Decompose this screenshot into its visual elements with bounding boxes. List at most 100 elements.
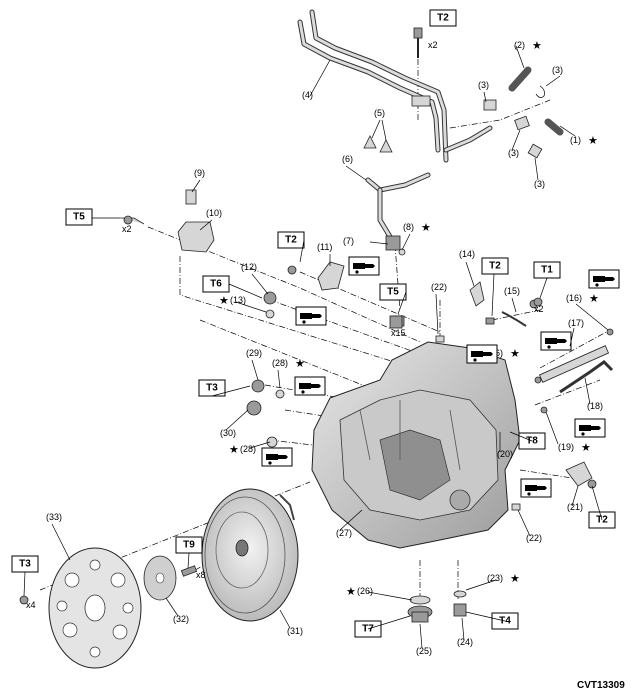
callout-c18: (18)	[587, 401, 603, 411]
torque-box-t5-left: T5	[65, 208, 93, 226]
quantity-label: x2	[428, 40, 438, 50]
torque-box-t3-left: T3	[11, 555, 39, 573]
fluid-icon-16mid	[540, 331, 572, 351]
star-icon: ★	[588, 134, 598, 147]
callout-c31: (31)	[287, 626, 303, 636]
torque-label: T2	[489, 261, 501, 272]
callout-c32: (32)	[173, 614, 189, 624]
leader-line	[345, 165, 367, 181]
callout-c24: (24)	[457, 637, 473, 647]
leader-line	[511, 129, 521, 151]
leader-line	[465, 261, 475, 287]
callout-c19: (19)	[558, 442, 574, 452]
plug-12	[263, 291, 277, 319]
torque-label: T6	[210, 279, 222, 290]
leader-line	[199, 219, 213, 231]
leader-line	[369, 241, 389, 245]
leader-line	[435, 293, 439, 335]
leader-line	[367, 615, 411, 630]
callout-c4: (4)	[302, 90, 313, 100]
callout-c23: (23)	[487, 573, 503, 583]
leader-line	[569, 327, 575, 347]
leader-line	[509, 431, 533, 442]
leader-line	[575, 303, 609, 331]
leader-line	[515, 45, 525, 69]
callout-c22b: (22)	[526, 533, 542, 543]
leader-line	[559, 125, 576, 137]
leader-line	[367, 591, 413, 601]
oil-pipe-6	[363, 135, 431, 256]
callout-c25: (25)	[416, 646, 432, 656]
leader-line	[517, 509, 531, 537]
transaxle-case-27	[311, 341, 521, 549]
callout-c20: (20)	[497, 449, 513, 459]
callout-c6: (6)	[342, 154, 353, 164]
star-icon: ★	[589, 292, 599, 305]
star-icon: ★	[421, 221, 431, 234]
callout-c14: (14)	[459, 249, 475, 259]
quantity-label: x2	[122, 224, 132, 234]
right-side-parts	[391, 281, 614, 511]
leader-line	[187, 552, 190, 569]
callout-c3a: (3)	[552, 65, 563, 75]
leader-line	[249, 441, 271, 449]
leader-line	[465, 579, 497, 591]
torque-label: T2	[437, 13, 449, 24]
torque-box-t3-mid: T3	[198, 379, 226, 397]
leader-line	[419, 623, 423, 649]
callout-c27: (27)	[336, 528, 352, 538]
leader-line	[23, 571, 26, 597]
leader-line	[211, 385, 251, 397]
torque-box-t2-mid: T2	[277, 231, 305, 249]
leader-line	[165, 597, 179, 617]
callout-c7: (7)	[343, 236, 354, 246]
torque-label: T8	[526, 436, 538, 447]
fluid-icon-28low	[261, 447, 293, 467]
quantity-label: x4	[26, 600, 36, 610]
star-icon: ★	[229, 443, 239, 456]
fluid-icon-8	[348, 256, 380, 276]
leader-line	[584, 377, 591, 405]
torque-label: T5	[387, 287, 399, 298]
leader-line	[277, 369, 281, 389]
leader-line	[279, 609, 291, 629]
bracket-10	[120, 189, 215, 253]
callout-c21: (21)	[567, 502, 583, 512]
callout-c12: (12)	[241, 262, 257, 272]
torque-converter-31	[201, 488, 299, 622]
leader-line	[309, 59, 331, 97]
callout-c9: (9)	[194, 168, 205, 178]
callout-c3b: (3)	[478, 80, 489, 90]
star-icon: ★	[295, 357, 305, 370]
left-plugs	[246, 379, 285, 448]
callout-c33: (33)	[46, 512, 62, 522]
leader-line	[397, 291, 407, 315]
torque-label: T9	[183, 540, 195, 551]
leader-line	[545, 75, 561, 87]
leader-line	[339, 509, 363, 531]
callout-c2: (2)	[514, 40, 525, 50]
leader-line	[191, 179, 201, 193]
torque-box-t2-right: T2	[481, 257, 509, 275]
leader-line	[591, 485, 603, 521]
callout-c11: (11)	[317, 242, 332, 252]
drain-plugs	[407, 590, 467, 623]
callout-c10: (10)	[206, 208, 222, 218]
leader-line	[225, 409, 249, 431]
fluid-icon-16top	[588, 269, 620, 289]
callout-c17: (17)	[568, 318, 584, 328]
torque-label: T2	[596, 515, 608, 526]
quantity-label: x2	[534, 304, 544, 314]
leader-line	[251, 359, 259, 381]
leader-line	[511, 297, 517, 313]
leader-line	[299, 239, 305, 263]
callout-c1: (1)	[570, 135, 581, 145]
star-icon: ★	[510, 572, 520, 585]
star-icon: ★	[532, 39, 542, 52]
torque-label: T5	[73, 212, 85, 223]
cooler-pipe-assembly	[297, 9, 493, 163]
star-icon: ★	[581, 441, 591, 454]
fluid-icon-28	[294, 376, 326, 396]
bolts	[389, 27, 543, 329]
